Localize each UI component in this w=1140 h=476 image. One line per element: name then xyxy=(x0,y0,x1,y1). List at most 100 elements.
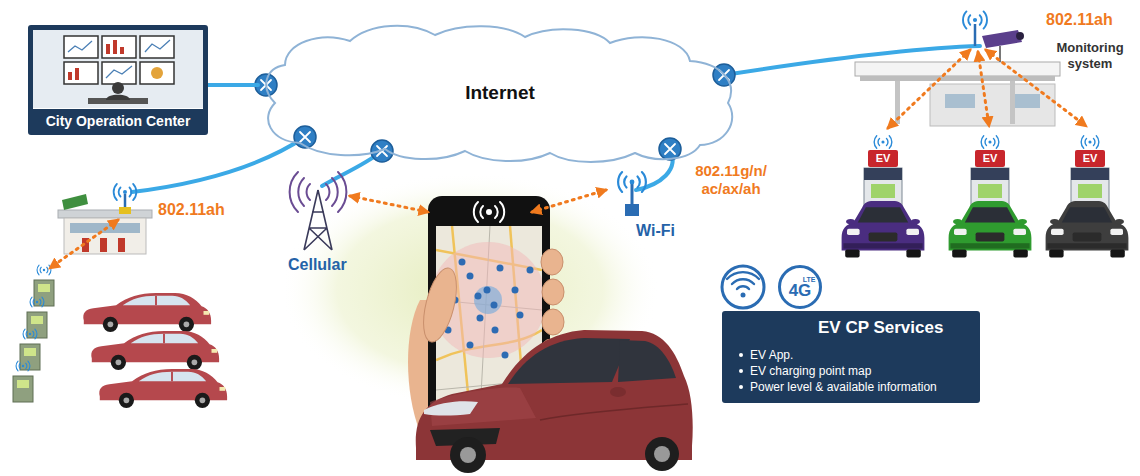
car-picture xyxy=(645,437,679,471)
phone-in-hand xyxy=(484,287,491,294)
cell-tower xyxy=(298,178,304,206)
operation-center-picture xyxy=(68,41,92,52)
operation-center-box: City Operation Center xyxy=(28,25,208,135)
gas-station xyxy=(982,30,1022,48)
protocol-label: 802.11g/n/ ac/ax/ah xyxy=(688,162,774,198)
wireless-link xyxy=(978,52,989,126)
cell-tower xyxy=(332,178,338,206)
phone-in-hand xyxy=(497,265,504,272)
operation-center-picture xyxy=(151,67,163,79)
left-charger xyxy=(37,265,51,275)
gas-station xyxy=(855,62,1060,76)
sign-label: EV xyxy=(983,153,998,164)
network-link xyxy=(132,137,305,192)
left-charger xyxy=(24,348,36,356)
car-picture xyxy=(416,330,693,473)
phone-in-hand xyxy=(512,287,519,294)
protocol-label: 802.11ah xyxy=(158,200,225,219)
car-picture xyxy=(610,387,626,397)
network-link xyxy=(132,46,980,192)
service-icon xyxy=(741,293,746,298)
phone-in-hand xyxy=(474,202,504,222)
left-car xyxy=(83,293,211,332)
panel-heading: EV CP Services xyxy=(818,318,943,338)
cell-tower xyxy=(307,184,310,200)
sign-label: EV xyxy=(876,153,891,164)
right-car xyxy=(949,201,1032,258)
operation-center-picture xyxy=(120,47,124,54)
left-charger xyxy=(23,329,37,339)
left-station xyxy=(62,194,88,210)
operation-center-picture xyxy=(112,82,124,94)
router-icon xyxy=(659,138,681,160)
services-panel: EV CP ServicesEV App.EV charging point m… xyxy=(722,311,980,403)
operation-center-picture xyxy=(113,40,117,54)
lte-icon: LTE4G xyxy=(778,265,822,309)
operation-center-picture xyxy=(106,95,130,100)
internet-cloud: Internet xyxy=(258,20,742,166)
operation-center-picture xyxy=(102,36,136,58)
phone-in-hand xyxy=(495,206,498,218)
operation-center-picture xyxy=(64,36,98,58)
network-label: Wi-Fi xyxy=(636,221,675,240)
right-charger xyxy=(874,136,892,149)
phone-in-hand xyxy=(517,312,524,319)
phone-in-hand xyxy=(474,286,502,314)
phone-in-hand xyxy=(541,249,563,275)
network-link xyxy=(208,83,258,87)
right-charger xyxy=(978,184,1002,198)
wifi-access-point xyxy=(631,182,634,206)
phone-in-hand xyxy=(467,342,474,349)
router-icon xyxy=(255,64,735,162)
cloud-outline xyxy=(266,26,732,162)
wifi-access-point xyxy=(618,172,646,216)
gas-station xyxy=(1016,32,1024,40)
right-charger xyxy=(1081,136,1099,149)
left-station xyxy=(58,184,152,254)
bullet-item: EV charging point map xyxy=(738,363,871,379)
connector-group xyxy=(208,85,258,86)
icon-label: 4G xyxy=(789,282,812,299)
phone-in-hand xyxy=(480,206,483,218)
car-picture xyxy=(460,447,476,463)
phone-in-hand xyxy=(477,315,484,322)
phone-in-hand xyxy=(475,293,482,300)
operation-center-picture xyxy=(140,36,174,58)
cell-tower xyxy=(290,172,347,250)
left-car xyxy=(91,331,219,370)
sign-label: EV xyxy=(1083,153,1098,164)
right-charger xyxy=(1071,168,1109,180)
phone-in-hand xyxy=(459,259,466,266)
right-charger xyxy=(864,168,902,180)
right-car xyxy=(842,201,925,258)
left-charger xyxy=(17,380,29,388)
cell-tower xyxy=(338,172,346,212)
box-label: City Operation Center xyxy=(33,109,203,130)
operation-center-picture xyxy=(68,40,170,78)
wireless-link xyxy=(350,190,606,212)
phone-in-hand xyxy=(527,267,534,274)
wireless-link xyxy=(888,50,1086,128)
operation-center-picture xyxy=(75,68,79,80)
gas-station xyxy=(945,94,975,108)
wifi-access-point xyxy=(625,204,639,216)
car-picture xyxy=(424,401,478,415)
cloud-label: Internet xyxy=(465,82,535,104)
right-charger xyxy=(871,184,895,198)
operation-center-picture xyxy=(64,36,174,84)
left-station xyxy=(114,184,137,200)
left-charger xyxy=(38,284,50,292)
gas-station xyxy=(974,24,977,46)
operation-center-picture xyxy=(106,44,110,54)
left-station xyxy=(118,238,125,252)
left-car xyxy=(83,293,227,408)
service-icon xyxy=(727,272,759,279)
operation-center-picture xyxy=(140,62,174,84)
phone-in-hand xyxy=(502,352,509,359)
phone-in-hand xyxy=(491,302,498,309)
car-picture xyxy=(540,404,688,420)
phone-in-hand xyxy=(486,209,492,215)
